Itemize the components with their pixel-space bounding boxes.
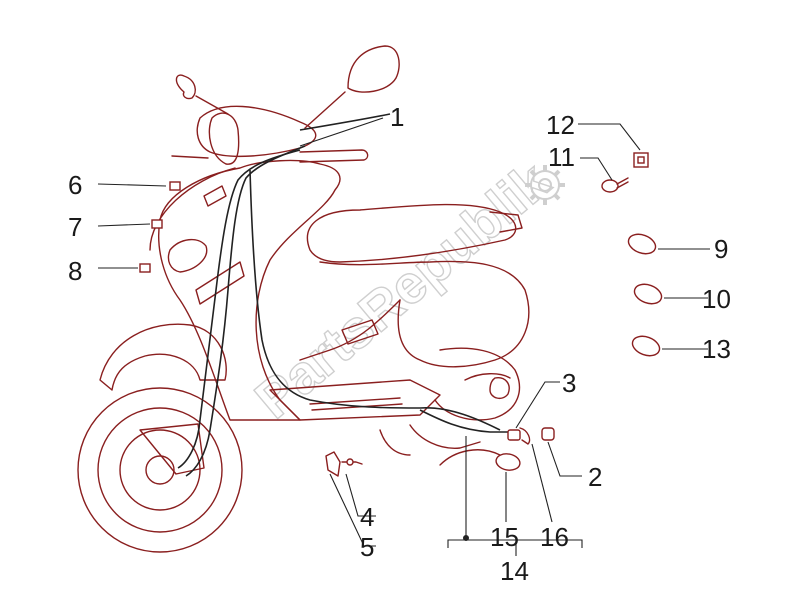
part-8-connector (139, 263, 151, 273)
part-16-fitting (519, 427, 531, 445)
callout-16: 16 (540, 522, 569, 552)
callout-7: 7 (68, 212, 82, 242)
callout-8: 8 (68, 256, 82, 286)
part-15-clamp (495, 453, 521, 471)
part-6-connector (169, 181, 181, 191)
cable-routing (177, 113, 515, 477)
callout-12: 12 (546, 110, 575, 140)
callout-4: 4 (360, 502, 374, 532)
part-9-clamp (627, 233, 657, 255)
callout-labels: 1 2 3 4 5 6 7 8 9 10 11 12 13 14 15 16 (68, 102, 731, 586)
callout-3: 3 (562, 368, 576, 398)
callout-10: 10 (702, 284, 731, 314)
callout-13: 13 (702, 334, 731, 364)
gear-icon (525, 165, 565, 205)
part-4-bracket (325, 451, 363, 477)
part-11-screw (601, 177, 629, 193)
callout-15: 15 (490, 522, 519, 552)
callout-6: 6 (68, 170, 82, 200)
callout-14: 14 (500, 556, 529, 586)
leader-lines (97, 117, 710, 556)
callout-2: 2 (588, 462, 602, 492)
part-10-clamp (633, 283, 663, 305)
part-7-connector (151, 219, 163, 229)
scooter-illustration (77, 45, 530, 553)
callout-5: 5 (360, 532, 374, 562)
part-2-cap (541, 427, 555, 441)
part-13-clamp (631, 335, 661, 357)
callout-1: 1 (390, 102, 404, 132)
callout-11: 11 (548, 142, 575, 172)
part-12-clip (633, 152, 649, 168)
callout-9: 9 (714, 234, 728, 264)
part-3-sleeve (507, 429, 521, 441)
